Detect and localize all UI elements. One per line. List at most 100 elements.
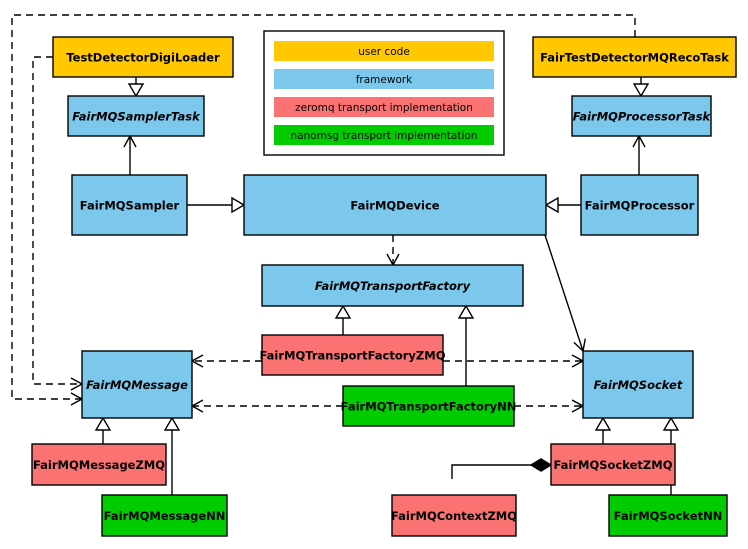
class-label: FairMQTransportFactoryNN	[341, 400, 517, 414]
legend-item-2: zeromq transport implementation	[274, 97, 494, 117]
class-label: FairMQMessageZMQ	[33, 458, 165, 472]
class-label: FairMQSocketNN	[614, 509, 723, 523]
edge-line	[451, 464, 551, 479]
edge-e-samplertask-digiloader	[127, 77, 145, 98]
class-label: FairMQMessage	[86, 378, 188, 392]
legend: user code framework zeromq transport imple…	[263, 30, 505, 156]
inheritance-arrowhead-icon	[632, 83, 650, 98]
class-label: FairMQSamplerTask	[72, 110, 201, 124]
edge-e-socketzmq-socket	[594, 416, 612, 444]
edge-e-messagenn-message	[163, 416, 181, 495]
legend-swatch	[274, 125, 494, 145]
class-box[interactable]	[608, 494, 728, 537]
inheritance-arrowhead-icon	[544, 196, 559, 214]
class-box[interactable]	[391, 494, 517, 537]
inheritance-arrowhead-icon	[457, 304, 475, 319]
edge-e-factoryzmq-factory	[334, 304, 352, 335]
edge-e-device-factory	[386, 235, 400, 267]
edge-line	[544, 234, 584, 351]
class-box[interactable]	[52, 36, 234, 78]
legend-item-1: framework	[274, 69, 494, 89]
class-label: FairMQTransportFactory	[315, 279, 471, 293]
class-node-FairMQProcessor[interactable]: FairMQProcessor	[580, 174, 699, 236]
class-node-FairMQTransportFactory[interactable]: FairMQTransportFactory	[261, 264, 524, 307]
class-node-FairMQContextZMQ[interactable]: FairMQContextZMQ	[391, 494, 517, 537]
inheritance-arrowhead-icon	[594, 416, 612, 431]
edge-layer	[11, 14, 680, 495]
class-node-FairMQSampler[interactable]: FairMQSampler	[71, 174, 188, 236]
legend-swatch	[274, 97, 494, 117]
inheritance-arrowhead-icon	[662, 416, 680, 431]
class-label: FairMQProcessor	[585, 199, 695, 213]
class-box[interactable]	[342, 385, 515, 427]
class-label: FairMQTransportFactoryZMQ	[259, 349, 445, 363]
class-box[interactable]	[81, 350, 193, 419]
edge-e-factorynn-factory	[457, 304, 475, 386]
class-box[interactable]	[571, 95, 712, 137]
edge-line	[11, 14, 636, 400]
class-node-FairMQProcessorTask[interactable]: FairMQProcessorTask	[571, 95, 712, 137]
class-label: FairMQContextZMQ	[391, 509, 517, 523]
legend-label: user code	[358, 46, 410, 58]
legend-label: nanomsg transport implementation	[291, 130, 478, 142]
legend-swatch	[274, 41, 494, 61]
class-node-FairMQMessage[interactable]: FairMQMessage	[81, 350, 193, 419]
edge-e-factorynn-message	[190, 399, 343, 413]
edge-e-factoryzmq-message	[190, 354, 262, 368]
edge-e-processor-device	[544, 196, 581, 214]
legend-swatch	[274, 69, 494, 89]
class-node-FairMQMessageZMQ[interactable]: FairMQMessageZMQ	[31, 443, 167, 486]
class-box[interactable]	[67, 95, 205, 137]
inheritance-arrowhead-icon	[127, 83, 145, 98]
class-node-FairMQSocket[interactable]: FairMQSocket	[582, 350, 694, 419]
legend-label: zeromq transport implementation	[295, 102, 473, 114]
class-label: FairMQDevice	[350, 199, 439, 213]
edge-e-sampler-samplertask	[123, 134, 137, 175]
class-box[interactable]	[71, 174, 188, 236]
class-box[interactable]	[580, 174, 699, 236]
class-label: TestDetectorDigiLoader	[66, 51, 220, 65]
class-box[interactable]	[101, 494, 228, 537]
edge-e-factoryzmq-socket	[443, 354, 585, 368]
class-node-FairMQSocketZMQ[interactable]: FairMQSocketZMQ	[550, 443, 676, 486]
edge-e-messagezmq-message	[94, 416, 112, 444]
edge-e-device-socket	[544, 234, 586, 353]
inheritance-arrowhead-icon	[334, 304, 352, 319]
class-label: FairMQProcessorTask	[573, 110, 712, 124]
edge-e-factorynn-socket	[514, 399, 585, 413]
class-label: FairMQMessageNN	[104, 509, 226, 523]
legend-label: framework	[356, 74, 413, 86]
composition-diamond-icon	[529, 458, 553, 472]
class-box[interactable]	[582, 350, 694, 419]
class-box[interactable]	[550, 443, 676, 486]
edge-e-processor-processortask	[632, 134, 646, 175]
edge-line	[32, 56, 81, 385]
legend-layer: user code framework zeromq transport imple…	[263, 30, 505, 156]
class-node-FairMQTransportFactoryNN[interactable]: FairMQTransportFactoryNN	[341, 385, 517, 427]
class-label: FairMQSocket	[594, 378, 683, 392]
class-node-FairMQSocketNN[interactable]: FairMQSocketNN	[608, 494, 728, 537]
class-node-FairTestDetectorMQRecoTask[interactable]: FairTestDetectorMQRecoTask	[532, 36, 737, 78]
class-box[interactable]	[532, 36, 737, 78]
inheritance-arrowhead-icon	[94, 416, 112, 431]
inheritance-arrowhead-icon	[231, 196, 246, 214]
class-node-FairMQSamplerTask[interactable]: FairMQSamplerTask	[67, 95, 205, 137]
node-layer: TestDetectorDigiLoader FairTestDetectorMQ…	[31, 36, 737, 537]
class-node-FairMQTransportFactoryZMQ[interactable]: FairMQTransportFactoryZMQ	[259, 334, 446, 376]
inheritance-arrowhead-icon	[163, 416, 181, 431]
class-box[interactable]	[261, 264, 524, 307]
class-label: FairMQSampler	[80, 199, 180, 213]
class-box[interactable]	[261, 334, 444, 376]
class-node-FairMQMessageNN[interactable]: FairMQMessageNN	[101, 494, 228, 537]
class-box[interactable]	[31, 443, 167, 486]
class-label: FairMQSocketZMQ	[554, 458, 673, 472]
class-label: FairTestDetectorMQRecoTask	[540, 51, 729, 65]
edge-e-recotask-processortask	[632, 77, 650, 98]
class-box[interactable]	[243, 174, 547, 236]
class-node-FairMQDevice[interactable]: FairMQDevice	[243, 174, 547, 236]
edge-e-socketzmq-contextzmq	[451, 458, 553, 479]
edge-e-sampler-device	[187, 196, 246, 214]
class-node-TestDetectorDigiLoader[interactable]: TestDetectorDigiLoader	[52, 36, 234, 78]
